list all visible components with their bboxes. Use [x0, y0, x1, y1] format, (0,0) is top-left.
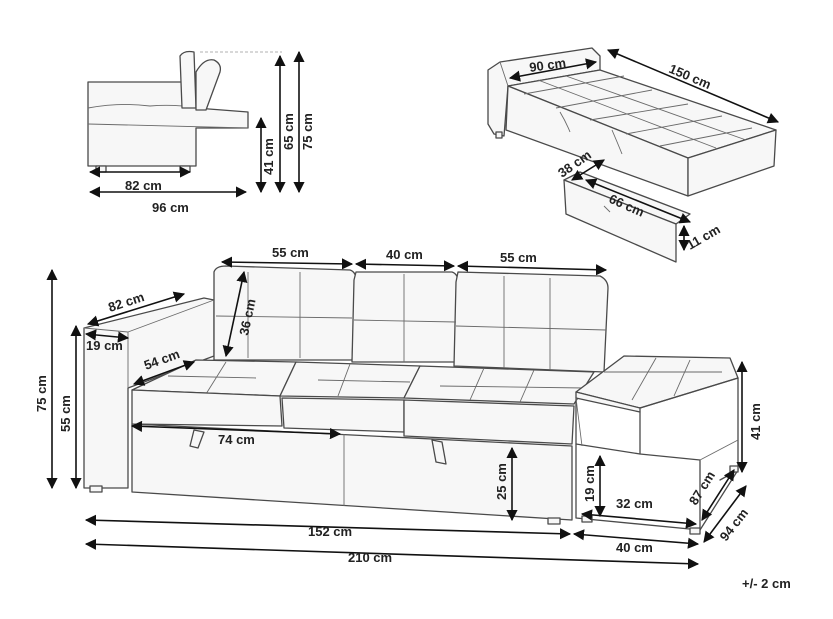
dim-line-total-length: [84, 538, 700, 570]
label-storage-length: 74 cm: [218, 432, 255, 447]
dim-line-back-height: [222, 270, 248, 358]
label-arm-width: 19 cm: [86, 338, 123, 353]
label-cushion-right: 55 cm: [500, 250, 537, 265]
dim-line-bed-width: [508, 58, 598, 82]
label-front-total-height: 75 cm: [34, 375, 49, 412]
label-side-back-height: 65 cm: [281, 113, 296, 150]
label-side-total-height: 75 cm: [300, 113, 315, 150]
label-ottoman-width: 40 cm: [616, 540, 653, 555]
label-total-length: 210 cm: [348, 550, 392, 565]
label-side-total-depth: 96 cm: [152, 200, 189, 215]
label-depth-front: 82 cm: [106, 289, 146, 315]
label-bed-length: 150 cm: [667, 61, 713, 92]
label-ottoman-inner-width: 32 cm: [616, 496, 653, 511]
dim-line-arm-width: [84, 329, 130, 343]
dim-line-seat-depth: [132, 360, 196, 386]
label-bed-width: 90 cm: [528, 55, 567, 75]
label-back-height: 36 cm: [236, 297, 258, 336]
dim-line-cushion-middle: [354, 258, 456, 272]
dim-line-cushion-left: [220, 256, 354, 270]
dim-line-sofa-length: [84, 514, 572, 540]
label-storage-depth: 11 cm: [684, 222, 723, 253]
bed-view-drawing: [487, 47, 777, 263]
label-ottoman-depth: 94 cm: [717, 506, 752, 544]
side-view-drawing: [87, 50, 282, 173]
label-cushion-left: 55 cm: [272, 245, 309, 260]
label-cushion-middle: 40 cm: [386, 247, 423, 262]
label-leg-height: 25 cm: [494, 463, 509, 500]
label-front-seat-height: 55 cm: [58, 395, 73, 432]
dim-line-ottoman-inner-width: [580, 509, 698, 529]
tolerance-note: +/- 2 cm: [742, 576, 791, 591]
dim-line-bed-length: [606, 48, 780, 124]
dim-line-cushion-right: [456, 260, 608, 276]
dim-line-storage-width: [584, 178, 692, 224]
dim-line-ottoman-depth: [703, 485, 747, 543]
dim-line-depth-front: [86, 291, 186, 327]
label-side-seat-height: 41 cm: [261, 138, 276, 175]
label-sofa-length: 152 cm: [308, 524, 352, 539]
front-view-drawing: [83, 265, 739, 535]
label-ottoman-inner-height: 19 cm: [582, 465, 597, 502]
label-side-seat-depth: 82 cm: [125, 178, 162, 193]
dim-line-storage-height: [571, 159, 605, 181]
dim-line-storage-length: [130, 420, 342, 440]
label-ottoman-height: 41 cm: [748, 403, 763, 440]
